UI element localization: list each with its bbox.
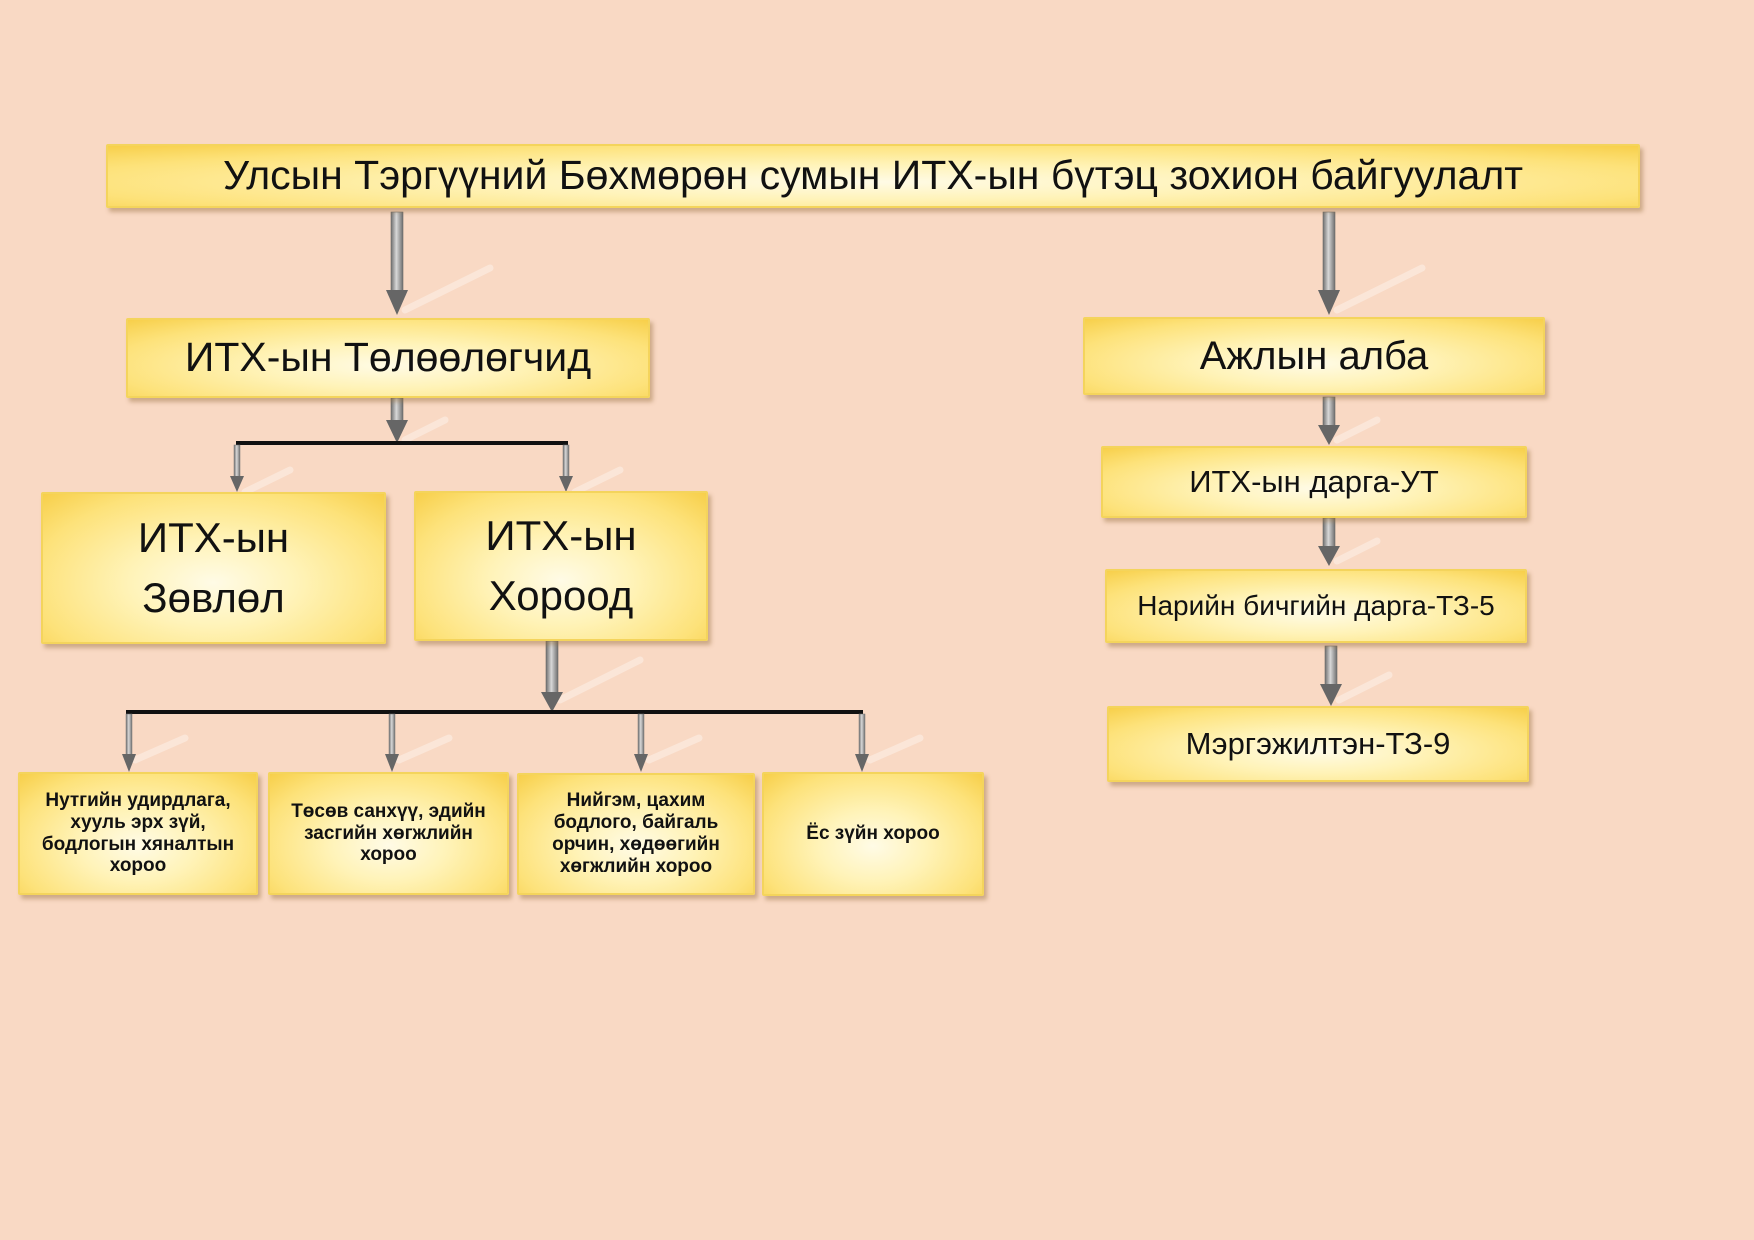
arrow-bar-to-committee-3: [634, 713, 703, 772]
arrow-bar-to-committee-1: [122, 713, 189, 772]
node-specialist: Мэргэжилтэн-ТЗ-9: [1107, 706, 1529, 782]
arrow-title-to-office: [1318, 211, 1426, 315]
node-committee-3: Нийгэм, цахим бодлого, байгаль орчин, хө…: [517, 773, 755, 895]
diagram-title: Улсын Тэргүүний Бөхмөрөн сумын ИТХ-ын бү…: [106, 144, 1640, 208]
arrow-office-to-chair: [1318, 396, 1381, 445]
node-committee-2-label: Төсөв санхүү, эдийн засгийн хөгжлийн хор…: [291, 800, 486, 866]
node-chair: ИТХ-ын дарга-УТ: [1101, 446, 1527, 518]
node-council-line1: ИТХ-ын: [137, 513, 290, 561]
arrow-bar-to-council: [230, 444, 294, 496]
diagram-title-text: Улсын Тэргүүний Бөхмөрөн сумын ИТХ-ын бү…: [222, 152, 1524, 199]
node-office-label: Ажлын алба: [1199, 334, 1429, 378]
node-office: Ажлын алба: [1083, 317, 1545, 395]
node-council-line2: Зөвлөл: [142, 574, 285, 621]
arrow-committees-to-bar: [541, 640, 644, 712]
arrow-title-to-representatives: [386, 211, 494, 315]
arrow-secretary-to-specialist: [1320, 645, 1393, 706]
node-representatives-label: ИТХ-ын Төлөөлөгчид: [184, 334, 592, 381]
node-committee-4-label: Ёс зүйн хороо: [806, 823, 940, 845]
node-committee-3-label: Нийгэм, цахим бодлого, байгаль орчин, хө…: [552, 790, 720, 877]
arrow-bar-to-committees: [559, 444, 624, 496]
node-chair-label: ИТХ-ын дарга-УТ: [1189, 464, 1439, 500]
node-committee-1-label: Нутгийн удирдлага, хууль эрх зүй, бодлог…: [41, 789, 235, 877]
node-secretary: Нарийн бичгийн дарга-ТЗ-5: [1105, 569, 1527, 643]
node-specialist-label: Мэргэжилтэн-ТЗ-9: [1185, 726, 1451, 762]
node-committees-line1: ИТХ-ын: [485, 511, 637, 559]
arrow-bar-to-committee-2: [385, 713, 453, 772]
node-committee-4: Ёс зүйн хороо: [762, 772, 984, 896]
arrow-chair-to-secretary: [1318, 517, 1381, 566]
arrow-representatives-to-bar: [386, 397, 449, 444]
node-council: ИТХ-ын Зөвлөл: [41, 492, 386, 644]
node-committee-2: Төсөв санхүү, эдийн засгийн хөгжлийн хор…: [268, 772, 509, 895]
arrow-bar-to-committee-4: [855, 713, 924, 772]
node-committee-1: Нутгийн удирдлага, хууль эрх зүй, бодлог…: [18, 772, 258, 895]
node-committees: ИТХ-ын Хороод: [414, 491, 708, 641]
node-committees-line2: Хороод: [488, 572, 634, 619]
node-representatives: ИТХ-ын Төлөөлөгчид: [126, 318, 650, 398]
node-secretary-label: Нарийн бичгийн дарга-ТЗ-5: [1137, 589, 1495, 621]
